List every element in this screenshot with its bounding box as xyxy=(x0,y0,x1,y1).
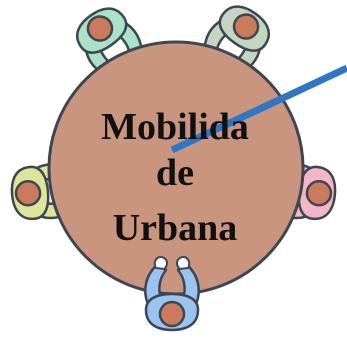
pointer-stick-icon xyxy=(170,64,347,154)
round-table xyxy=(47,40,305,296)
